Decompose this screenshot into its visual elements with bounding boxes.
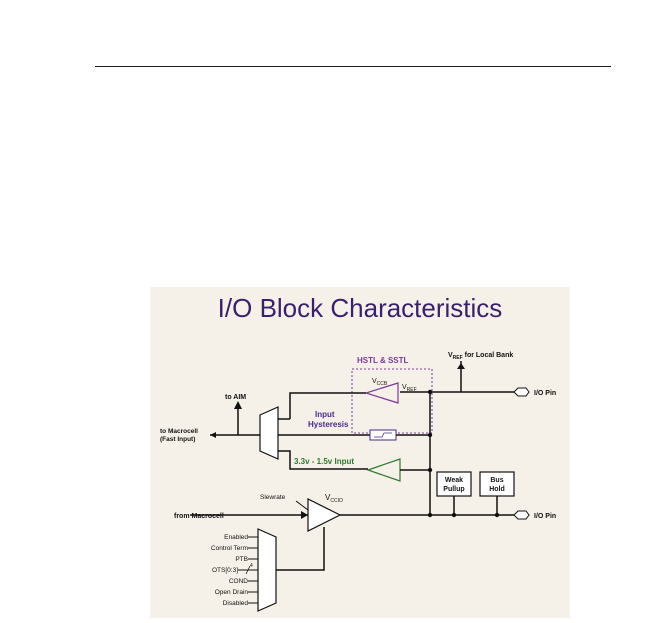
hstl-comparator [363, 382, 399, 404]
oe-input-ptb: PTB [235, 556, 248, 563]
diagram-title: I/O Block Characteristics [218, 293, 503, 323]
junction-top [427, 389, 433, 395]
hysteresis-curve [374, 432, 392, 438]
to-aim-arrow [234, 401, 242, 409]
from-macrocell-arrow [301, 511, 308, 519]
oe-input-disabled: Disabled [223, 600, 249, 607]
oe-input-cond: COND [229, 578, 248, 585]
mux-in-lvttl [278, 450, 368, 470]
input-hysteresis-label-1: Input [315, 410, 335, 419]
hstl-to-mux-wire [289, 392, 366, 419]
page-rule [95, 66, 611, 67]
weak-pullup-box [436, 471, 472, 497]
io-block-diagram: I/O Block Characteristics HSTL & SSTL VR… [160, 293, 556, 612]
lvttl-input-buffer [366, 458, 401, 482]
to-macrocell-label-2: (Fast Input) [160, 436, 195, 443]
bus-slash [245, 565, 251, 575]
input-mux [259, 406, 279, 460]
io-block-slide: I/O Block Characteristics HSTL & SSTL VR… [150, 287, 570, 618]
vref-small-label: VREF [402, 384, 417, 393]
input-hysteresis-label-2: Hysteresis [308, 420, 349, 429]
weak-pullup-label-1: Weak [445, 477, 463, 484]
oe-wire [276, 527, 325, 571]
to-aim-label: to AIM [225, 394, 246, 401]
to-macrocell-arrow [210, 432, 216, 438]
oe-input-ots: OTS[0:3] [212, 567, 238, 574]
vccb-label: VCCB [372, 378, 388, 387]
bus-hold-label-1: Bus [490, 477, 503, 484]
bus-width-label: 4 [250, 563, 253, 569]
bus-hold-label-2: Hold [489, 486, 505, 493]
bottom-io-pin [513, 510, 530, 520]
oe-input-enabled: Enabled [224, 534, 248, 541]
vccio-label: VCCIO [325, 493, 343, 504]
oe-input-control-term: Control Term [211, 545, 248, 552]
oe-input-open-drain: Open Drain [215, 589, 249, 596]
bottom-io-pin-label: I/O Pin [534, 513, 556, 520]
junction-hysteresis [427, 432, 433, 438]
hstl-sstl-label: HSTL & SSTL [357, 356, 409, 365]
vref-local-bank-label: VREF for Local Bank [448, 352, 513, 361]
top-io-pin [513, 387, 530, 397]
slewrate-label: Slewrate [260, 494, 286, 501]
input-range-label: 3.3v - 1.5v Input [294, 457, 354, 466]
oe-mux [257, 528, 277, 612]
junction-lvttl [427, 467, 433, 473]
top-io-pin-label: I/O Pin [534, 390, 556, 397]
to-macrocell-label-1: to Macrocell [160, 428, 198, 435]
oe-inputs: Enabled Control Term PTB OTS[0:3] 4 COND… [211, 534, 258, 607]
from-macrocell-label: from Macrocell [174, 513, 224, 520]
vref-arrow [457, 363, 465, 369]
weak-pullup-label-2: Pullup [443, 486, 464, 493]
